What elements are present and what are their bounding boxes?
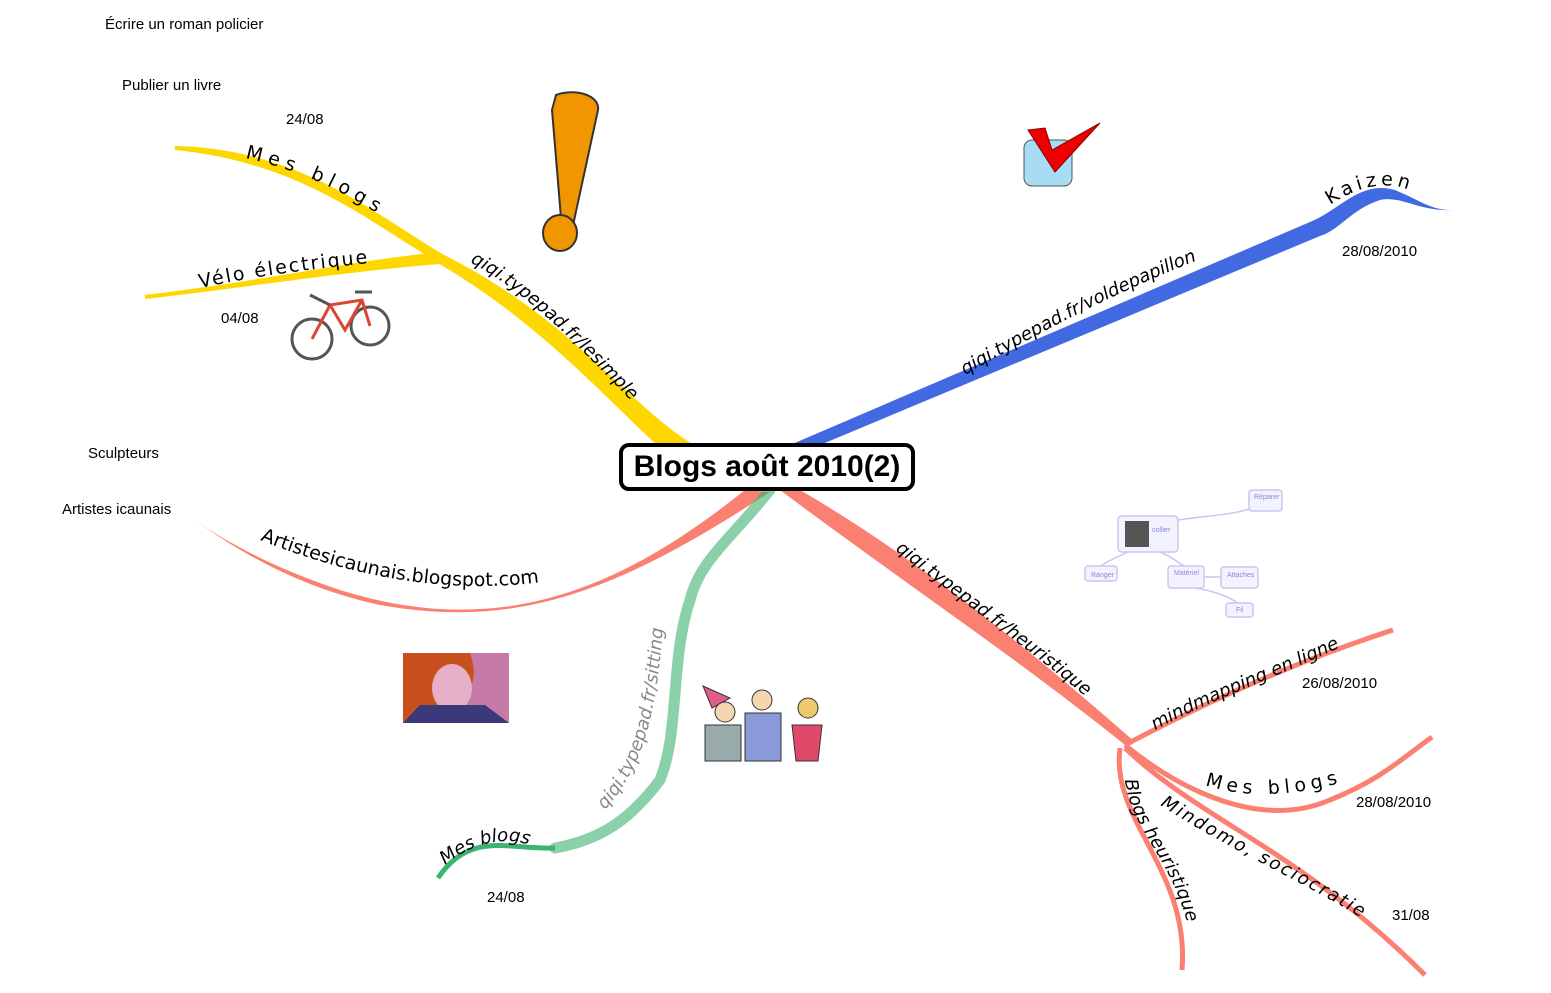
exclamation-icon <box>542 91 600 252</box>
label-mes-blogs-right: Mes blogs <box>1204 766 1345 799</box>
branch-mes-blogs-right[interactable] <box>1123 734 1434 813</box>
branch-green-child[interactable] <box>435 843 556 880</box>
note-artistes: Artistes icaunais <box>62 501 172 518</box>
mini-node-materiel: Matériel <box>1174 570 1199 577</box>
mini-mind-map <box>1084 489 1283 618</box>
branch-salmon-right[interactable] <box>780 490 1135 745</box>
note-date: 31/08 <box>1392 907 1430 924</box>
note-date: 24/08 <box>286 111 324 128</box>
note-date: 28/08/2010 <box>1356 794 1432 811</box>
label-artistes: Artistesicaunais.blogspot.com <box>258 524 540 591</box>
branch-blue[interactable] <box>790 187 1452 446</box>
mini-node-fil: Fil <box>1236 607 1244 614</box>
branch-green <box>549 484 776 854</box>
branch-mindomo[interactable] <box>1123 746 1427 977</box>
note-roman: Écrire un roman policier <box>105 16 264 33</box>
party-people-icon <box>702 685 823 762</box>
branch-yellow[interactable] <box>144 146 697 447</box>
label-heuristique: qiqi.typepad.fr/heuristique <box>892 537 1096 700</box>
central-topic[interactable]: Blogs août 2010(2) <box>619 443 915 491</box>
label-velo: Vélo électrique <box>197 246 371 293</box>
branch-blogs-heuristique[interactable] <box>1116 747 1186 971</box>
note-date: 28/08/2010 <box>1342 243 1418 260</box>
mini-node-ranger: Ranger <box>1091 572 1115 579</box>
note-date: 04/08 <box>221 310 259 327</box>
mini-node-reparer: Réparer <box>1254 494 1280 501</box>
mini-node-attaches: Attaches <box>1227 572 1255 579</box>
branch-mindmapping[interactable] <box>1123 627 1394 748</box>
label-blue: qiqi.typepad.fr/voldepapillon <box>957 246 1199 380</box>
portrait-image <box>403 653 509 723</box>
checkmark-icon <box>1023 122 1101 187</box>
note-livre: Publier un livre <box>122 77 222 94</box>
label-yellow: qiqi.typepad.fr/lesimple <box>468 248 643 404</box>
label-mes-blogs-green: Mes blogs <box>436 825 533 869</box>
note-date: 24/08 <box>487 889 525 906</box>
note-sculpteurs: Sculpteurs <box>88 445 159 462</box>
mini-node-collier: collier <box>1152 527 1171 534</box>
label-mes-blogs-yellow: Mes blogs <box>244 141 390 220</box>
note-date: 26/08/2010 <box>1302 675 1378 692</box>
bicycle-icon <box>290 290 391 361</box>
